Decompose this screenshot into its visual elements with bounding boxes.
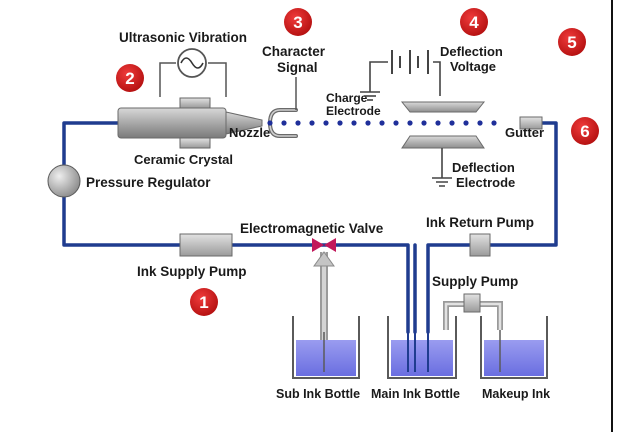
marker-4: 4 (460, 8, 488, 36)
pressure-regulator: Pressure Regulator (47, 164, 211, 198)
ceramic-crystal-block (179, 137, 211, 149)
battery-icon (391, 50, 429, 74)
svg-text:2: 2 (125, 69, 134, 88)
pressure-regulator-label: Pressure Regulator (86, 175, 211, 190)
supply-pump: Supply Pump (432, 274, 518, 330)
deflection-voltage: Deflection Voltage (360, 44, 503, 101)
sub-ink-bottle: Sub Ink Bottle (276, 316, 360, 401)
deflection-voltage-label-1: Deflection (440, 44, 503, 59)
marker-1: 1 (190, 288, 218, 316)
marker-3: 3 (284, 8, 312, 36)
ink-droplets (267, 120, 497, 126)
svg-text:3: 3 (293, 13, 302, 32)
ink-return-pump: Ink Return Pump (426, 215, 534, 257)
valve-icon (312, 238, 336, 252)
nozzle-label: Nozzle (229, 125, 270, 140)
charge-electrode-label-2: Electrode (326, 104, 381, 118)
ink-return-pump-label: Ink Return Pump (426, 215, 534, 230)
gutter-block (519, 116, 543, 130)
ink-supply-pump: Ink Supply Pump (137, 233, 247, 279)
supply-pump-body (463, 293, 481, 313)
character-signal-label-1: Character (262, 44, 326, 59)
ultrasonic-vibration-label: Ultrasonic Vibration (119, 30, 247, 45)
deflection-electrode-label-2: Electrode (456, 175, 515, 190)
charge-electrode-label-1: Charge (326, 91, 368, 105)
print-head-cylinder (117, 107, 227, 139)
svg-text:6: 6 (580, 122, 589, 141)
main-ink-bottle-label: Main Ink Bottle (371, 387, 460, 401)
pipe-supply-line (230, 243, 410, 334)
ink-supply-pump-body (179, 233, 233, 257)
pipe-return-to-main (426, 243, 472, 334)
deflection-voltage-label-2: Voltage (450, 59, 496, 74)
crystal-top-block (179, 97, 211, 109)
ground-icon (432, 177, 452, 187)
ultrasonic-vibration: Ultrasonic Vibration (119, 30, 247, 97)
print-head: Nozzle Ceramic Crystal (117, 97, 270, 167)
makeup-ink-bottle: Makeup Ink (480, 316, 550, 401)
svg-text:5: 5 (567, 33, 576, 52)
lower-deflection-plate (401, 135, 485, 149)
ink-supply-pump-label: Ink Supply Pump (137, 264, 247, 279)
pipe-gutter-return (488, 121, 558, 247)
makeup-ink-label: Makeup Ink (482, 387, 550, 401)
pressure-regulator-ball (47, 164, 81, 198)
sub-ink-bottle-label: Sub Ink Bottle (276, 387, 360, 401)
gutter: Gutter (505, 116, 544, 140)
marker-5: 5 (558, 28, 586, 56)
character-signal-label-2: Signal (277, 60, 318, 75)
ink-return-pump-body (469, 233, 491, 257)
deflection-plates: Deflection Electrode (400, 101, 515, 190)
marker-6: 6 (571, 117, 599, 145)
numbered-markers: 1 2 3 4 5 6 (116, 8, 599, 316)
upper-deflection-plate (400, 101, 486, 113)
main-ink-bottle: Main Ink Bottle (371, 316, 460, 401)
deflection-electrode-label-1: Deflection (452, 160, 515, 175)
nozzle-shape (225, 111, 263, 135)
svg-text:1: 1 (199, 293, 208, 312)
svg-text:4: 4 (469, 13, 479, 32)
ink-bottles: Sub Ink Bottle Main Ink Bottle Makeup In… (276, 316, 550, 401)
electromagnetic-valve-label: Electromagnetic Valve (240, 221, 384, 236)
gutter-label: Gutter (505, 125, 544, 140)
marker-2: 2 (116, 64, 144, 92)
ceramic-crystal-label: Ceramic Crystal (134, 152, 233, 167)
charge-electrode: Character Signal Charge Electrode (262, 44, 381, 138)
supply-pump-label: Supply Pump (432, 274, 518, 289)
